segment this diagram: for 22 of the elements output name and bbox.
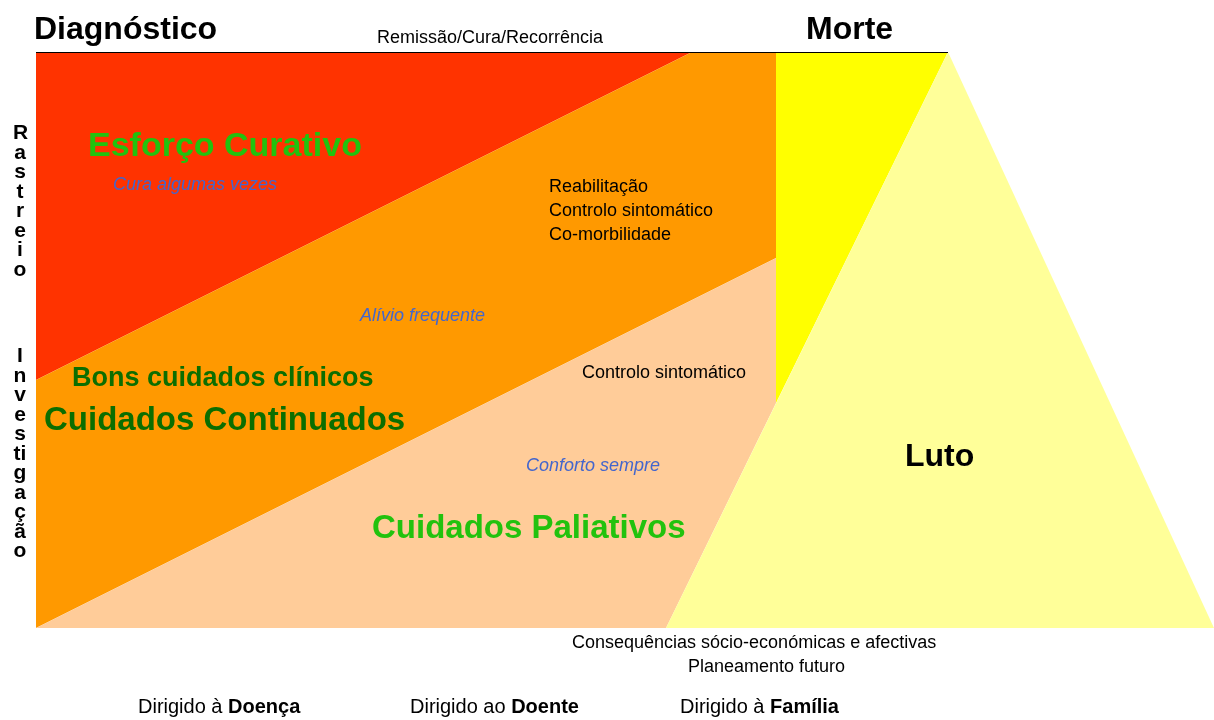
item-text: Co-morbilidade [549,224,672,245]
title-text: Diagnóstico [34,10,218,47]
heading-text: Luto [905,437,975,474]
timeline-label: Remissão/Cura/Recorrência [377,27,604,48]
item-text: Controlo sintomático [549,200,714,221]
note-text: Conforto sempre [526,455,661,476]
note-text: Alívio frequente [360,305,486,326]
note-text: Consequências sócio-económicas e afectivas [572,632,937,653]
title-text: Morte [806,10,894,47]
heading-text: Esforço Curativo [88,125,362,165]
heading-text: Cuidados Paliativos [372,508,686,546]
axis-label: Dirigido à Família [680,695,839,718]
item-text: Reabilitação [549,176,649,197]
vertical-label: Rastreio [13,122,27,278]
heading-text: Bons cuidados clínicos [72,362,374,394]
axis-label: Dirigido à Doença [138,695,301,718]
heading-text: Cuidados Continuados [44,400,406,438]
note-text: Cura algumas vezes [113,174,278,195]
vertical-label: Investigação [13,345,27,560]
axis-label: Dirigido ao Doente [410,695,579,718]
item-text: Controlo sintomático [582,362,747,383]
note-text: Planeamento futuro [688,656,846,677]
